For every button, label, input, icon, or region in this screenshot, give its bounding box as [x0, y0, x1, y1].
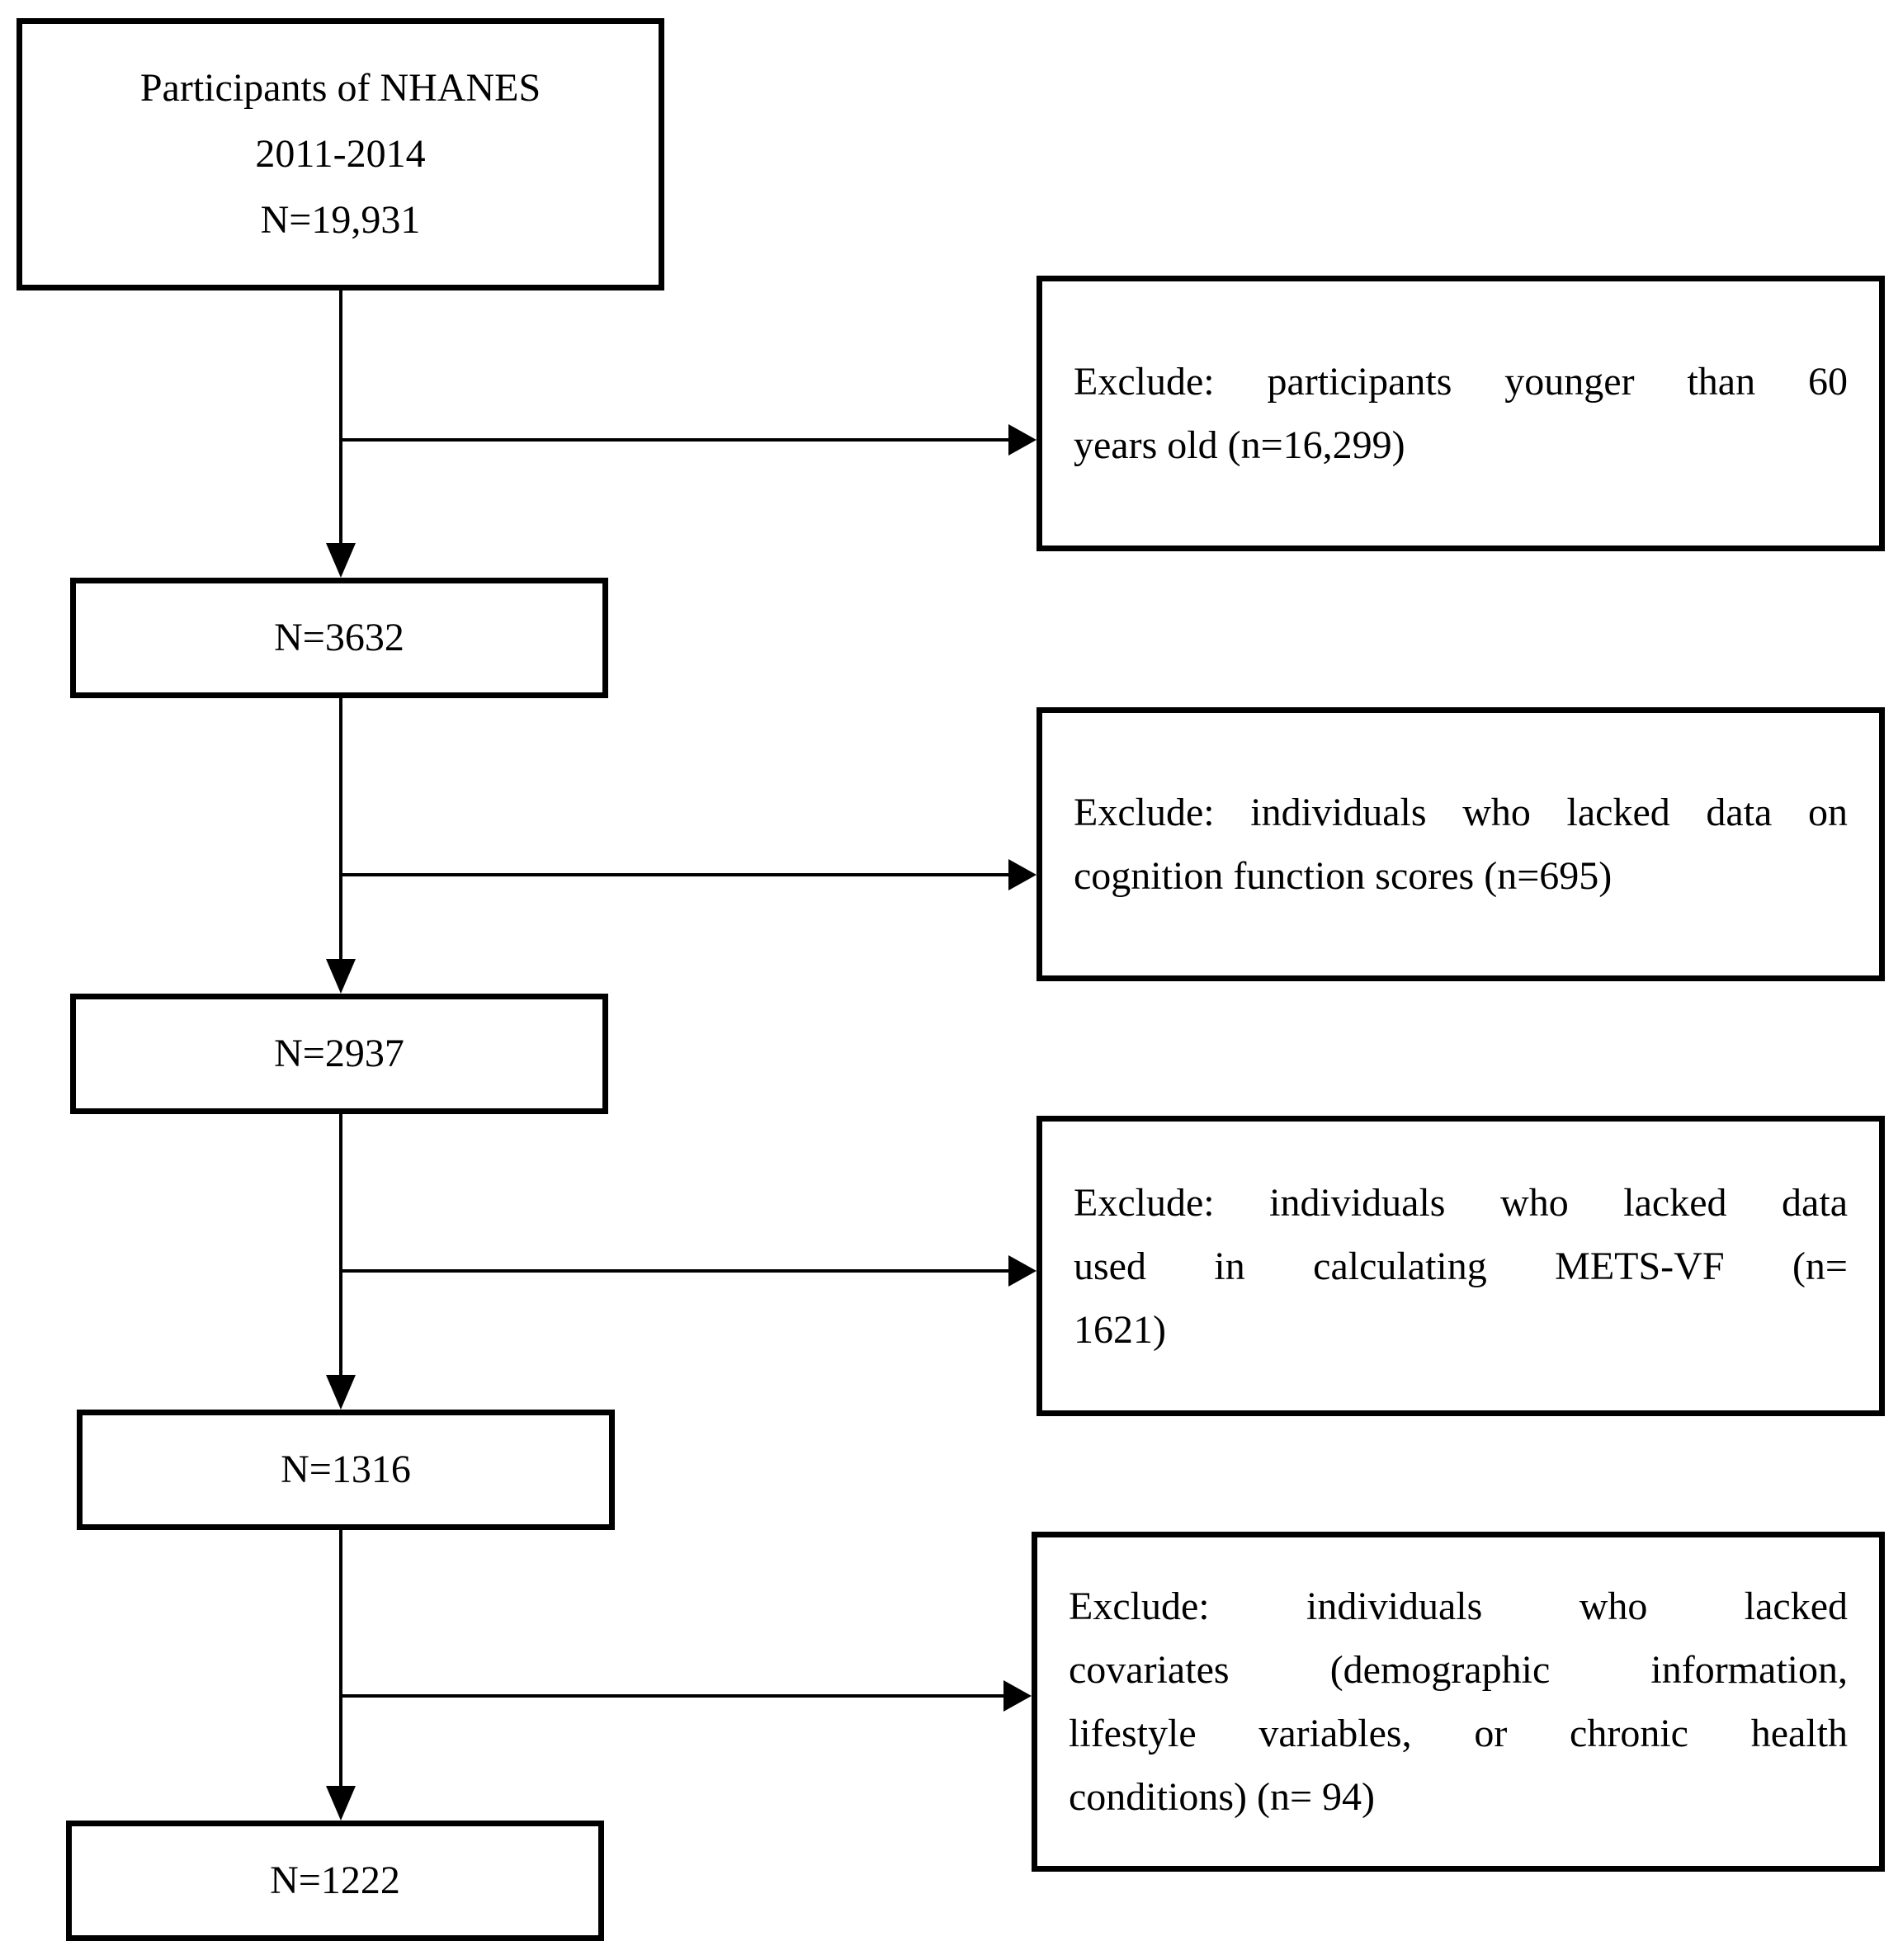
- start-line-1: Participants of NHANES: [139, 66, 541, 110]
- exclude-line: Exclude: participants younger than 60: [1074, 360, 1848, 404]
- arrow-right-icon: [1003, 1680, 1032, 1712]
- exclude-line: covariates (demographic information,: [1069, 1648, 1848, 1692]
- arrow-down-icon: [326, 543, 356, 578]
- node-exclude-covariates: Exclude: individuals who lacked covariat…: [1032, 1532, 1885, 1872]
- arrow-down-icon: [326, 1375, 356, 1410]
- start-line-2: 2011-2014: [255, 132, 426, 176]
- node-exclude-cognition: Exclude: individuals who lacked data on …: [1036, 707, 1885, 981]
- node-exclude-metsvf: Exclude: individuals who lacked data use…: [1036, 1116, 1885, 1416]
- connector-count2-count3-line: [339, 1114, 342, 1377]
- arrow-right-icon: [1008, 424, 1036, 456]
- count-label: N=1222: [270, 1858, 400, 1902]
- exclude-line: years old (n=16,299): [1074, 423, 1405, 467]
- node-exclude-age: Exclude: participants younger than 60 ye…: [1036, 276, 1885, 551]
- branch-exclude1-line: [339, 438, 1008, 442]
- connector-start-count1-line: [339, 290, 342, 546]
- arrow-down-icon: [326, 1786, 356, 1821]
- count-label: N=2937: [274, 1032, 404, 1075]
- exclude-line: lifestyle variables, or chronic health: [1069, 1712, 1848, 1755]
- arrow-right-icon: [1008, 859, 1036, 890]
- branch-exclude4-line: [339, 1694, 1003, 1698]
- branch-exclude2-line: [339, 873, 1008, 876]
- arrow-right-icon: [1008, 1255, 1036, 1287]
- exclude-line: Exclude: individuals who lacked: [1069, 1585, 1848, 1628]
- exclude-line: cognition function scores (n=695): [1074, 854, 1613, 898]
- arrow-down-icon: [326, 959, 356, 994]
- count-label: N=1316: [281, 1448, 411, 1491]
- start-line-3: N=19,931: [260, 198, 421, 242]
- node-count-2937: N=2937: [70, 994, 608, 1114]
- exclude-line: Exclude: individuals who lacked data: [1074, 1180, 1848, 1225]
- connector-count1-count2-line: [339, 698, 342, 961]
- exclude-line: Exclude: individuals who lacked data on: [1074, 791, 1848, 834]
- exclude-line: used in calculating METS-VF (n=: [1074, 1244, 1848, 1288]
- branch-exclude3-line: [339, 1269, 1008, 1273]
- exclude-line: conditions) (n= 94): [1069, 1775, 1376, 1819]
- node-participants-start: Participants of NHANES 2011-2014 N=19,93…: [17, 18, 664, 290]
- exclude-line: 1621): [1074, 1307, 1166, 1352]
- connector-count3-count4-line: [339, 1530, 342, 1788]
- count-label: N=3632: [274, 616, 404, 659]
- node-count-1222: N=1222: [66, 1821, 604, 1941]
- node-count-3632: N=3632: [70, 578, 608, 698]
- node-count-1316: N=1316: [77, 1410, 615, 1530]
